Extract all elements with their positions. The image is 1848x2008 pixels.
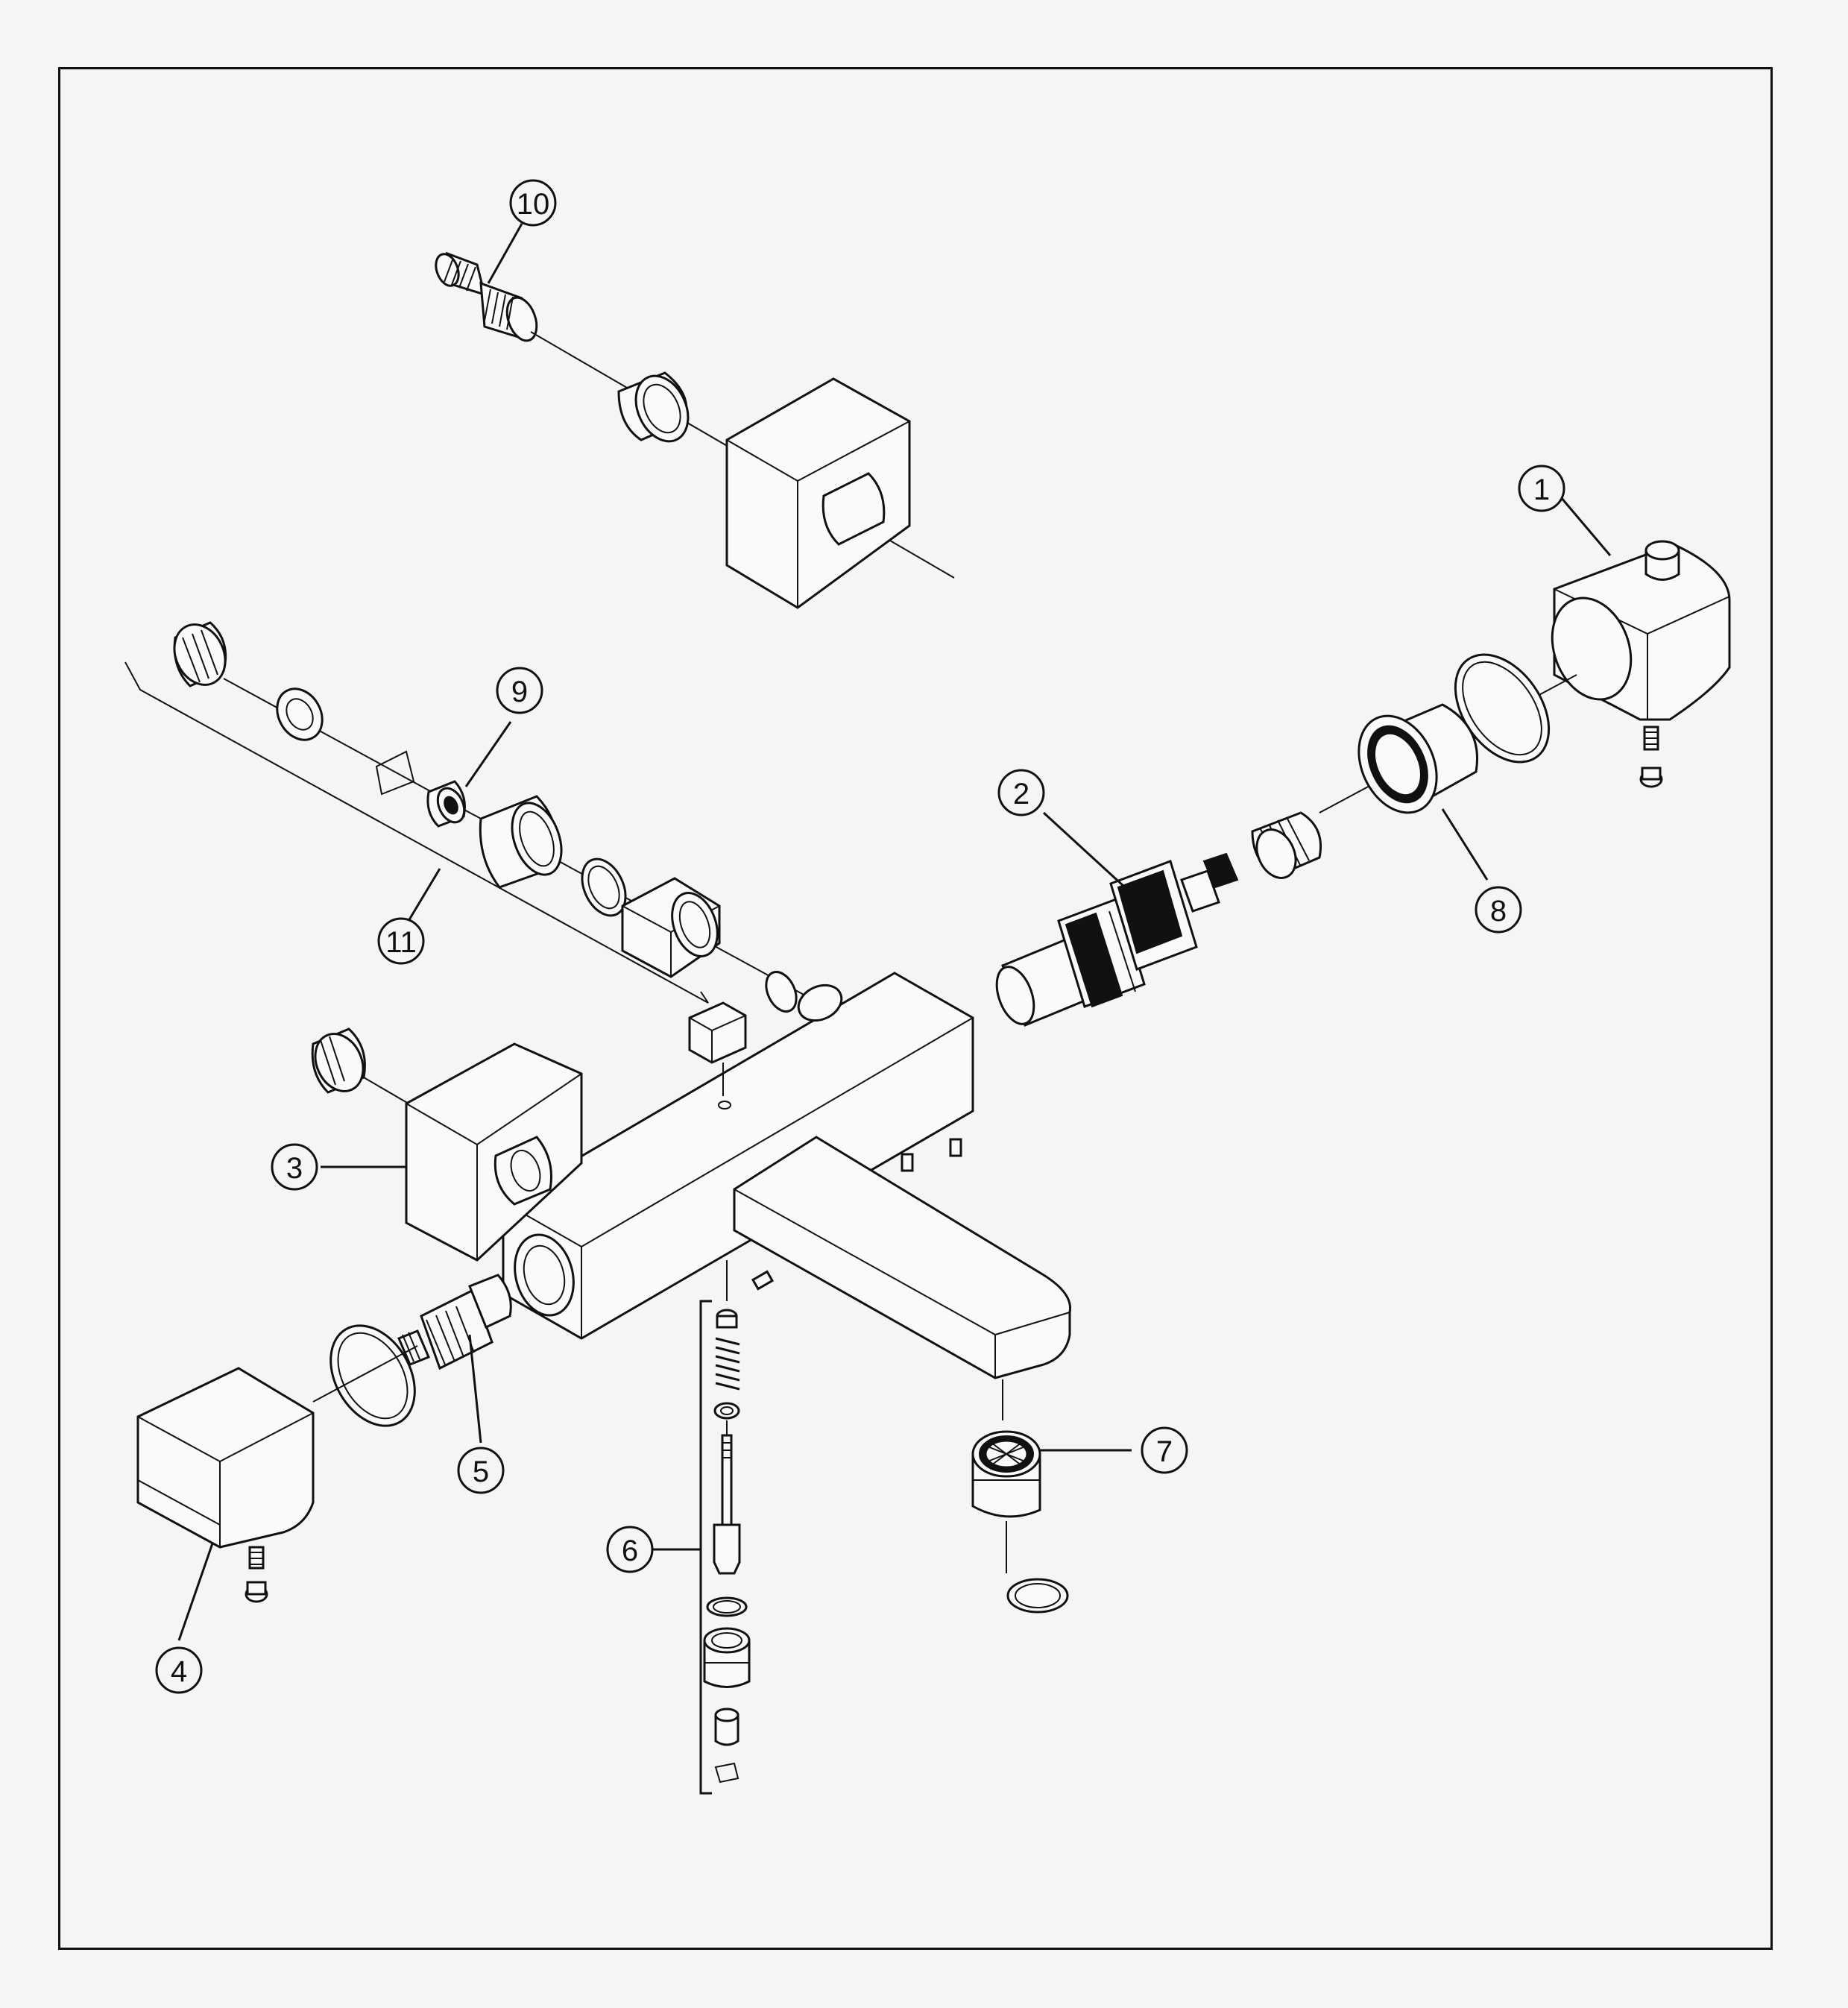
callout-11: 11 xyxy=(377,917,425,965)
part-10-escutcheon-ring xyxy=(617,371,690,443)
callout-5: 5 xyxy=(457,1447,505,1494)
part-8-threaded-ring xyxy=(1251,811,1322,879)
axis-line-3 xyxy=(363,1077,409,1104)
part-5-valve-cartridge xyxy=(397,1274,512,1370)
svg-text:1: 1 xyxy=(1533,473,1550,506)
part-6-stem-parts xyxy=(703,1260,751,1784)
svg-text:8: 8 xyxy=(1490,895,1507,928)
body-screws xyxy=(751,1138,962,1291)
callout-3: 3 xyxy=(271,1143,318,1191)
leader-2 xyxy=(1042,811,1135,896)
spout xyxy=(733,1136,1072,1379)
leader-5 xyxy=(468,1334,482,1444)
body-small-cube xyxy=(688,1001,747,1110)
part-8-bonnet-nut xyxy=(1357,703,1478,814)
part-11-bracket xyxy=(124,661,709,1004)
leader-1 xyxy=(1555,491,1612,556)
callout-8: 8 xyxy=(1475,886,1522,934)
svg-text:11: 11 xyxy=(385,926,417,959)
callout-4: 4 xyxy=(155,1646,203,1694)
svg-text:3: 3 xyxy=(286,1152,303,1185)
leader-8 xyxy=(1441,808,1489,881)
part-6-bracket xyxy=(699,1300,712,1795)
part-2-cartridge xyxy=(995,852,1239,1027)
part-7-aerator xyxy=(971,1379,1069,1614)
part-4-handle xyxy=(136,1367,315,1603)
part-10-square-cover xyxy=(725,377,911,609)
axis-line-5 xyxy=(312,1345,418,1403)
part-11-o-ring xyxy=(581,857,627,917)
part-11-clip xyxy=(375,750,415,796)
part-10-connector xyxy=(435,251,538,342)
svg-text:10: 10 xyxy=(517,188,550,221)
svg-text:4: 4 xyxy=(171,1655,187,1688)
leader-11 xyxy=(405,868,441,925)
valve-body xyxy=(502,972,974,1340)
callout-1: 1 xyxy=(1518,465,1565,512)
part-1-thermo-handle xyxy=(1551,540,1731,788)
part-3-square-cover xyxy=(405,1042,583,1262)
leader-4 xyxy=(177,1543,214,1641)
part-11-washer xyxy=(276,687,324,741)
leader-10 xyxy=(487,223,523,284)
leader-9 xyxy=(464,721,512,787)
part-9-diverter-insert xyxy=(426,780,466,828)
callout-7: 7 xyxy=(1141,1426,1188,1474)
svg-text:2: 2 xyxy=(1013,778,1029,811)
callout-2: 2 xyxy=(997,769,1045,816)
part-11-sleeve xyxy=(479,795,563,889)
svg-text:7: 7 xyxy=(1156,1435,1173,1468)
part-11-small-o-ring xyxy=(765,971,798,1013)
svg-text:9: 9 xyxy=(511,676,528,708)
part-3-cap xyxy=(311,1027,366,1094)
part-11-hex-body xyxy=(621,877,721,978)
part-5-o-ring xyxy=(329,1324,416,1427)
callout-6: 6 xyxy=(606,1526,654,1573)
callout-9: 9 xyxy=(496,667,543,714)
svg-text:6: 6 xyxy=(622,1535,638,1567)
callout-10: 10 xyxy=(509,179,557,227)
svg-text:5: 5 xyxy=(473,1455,489,1488)
part-11-cap xyxy=(173,621,227,687)
